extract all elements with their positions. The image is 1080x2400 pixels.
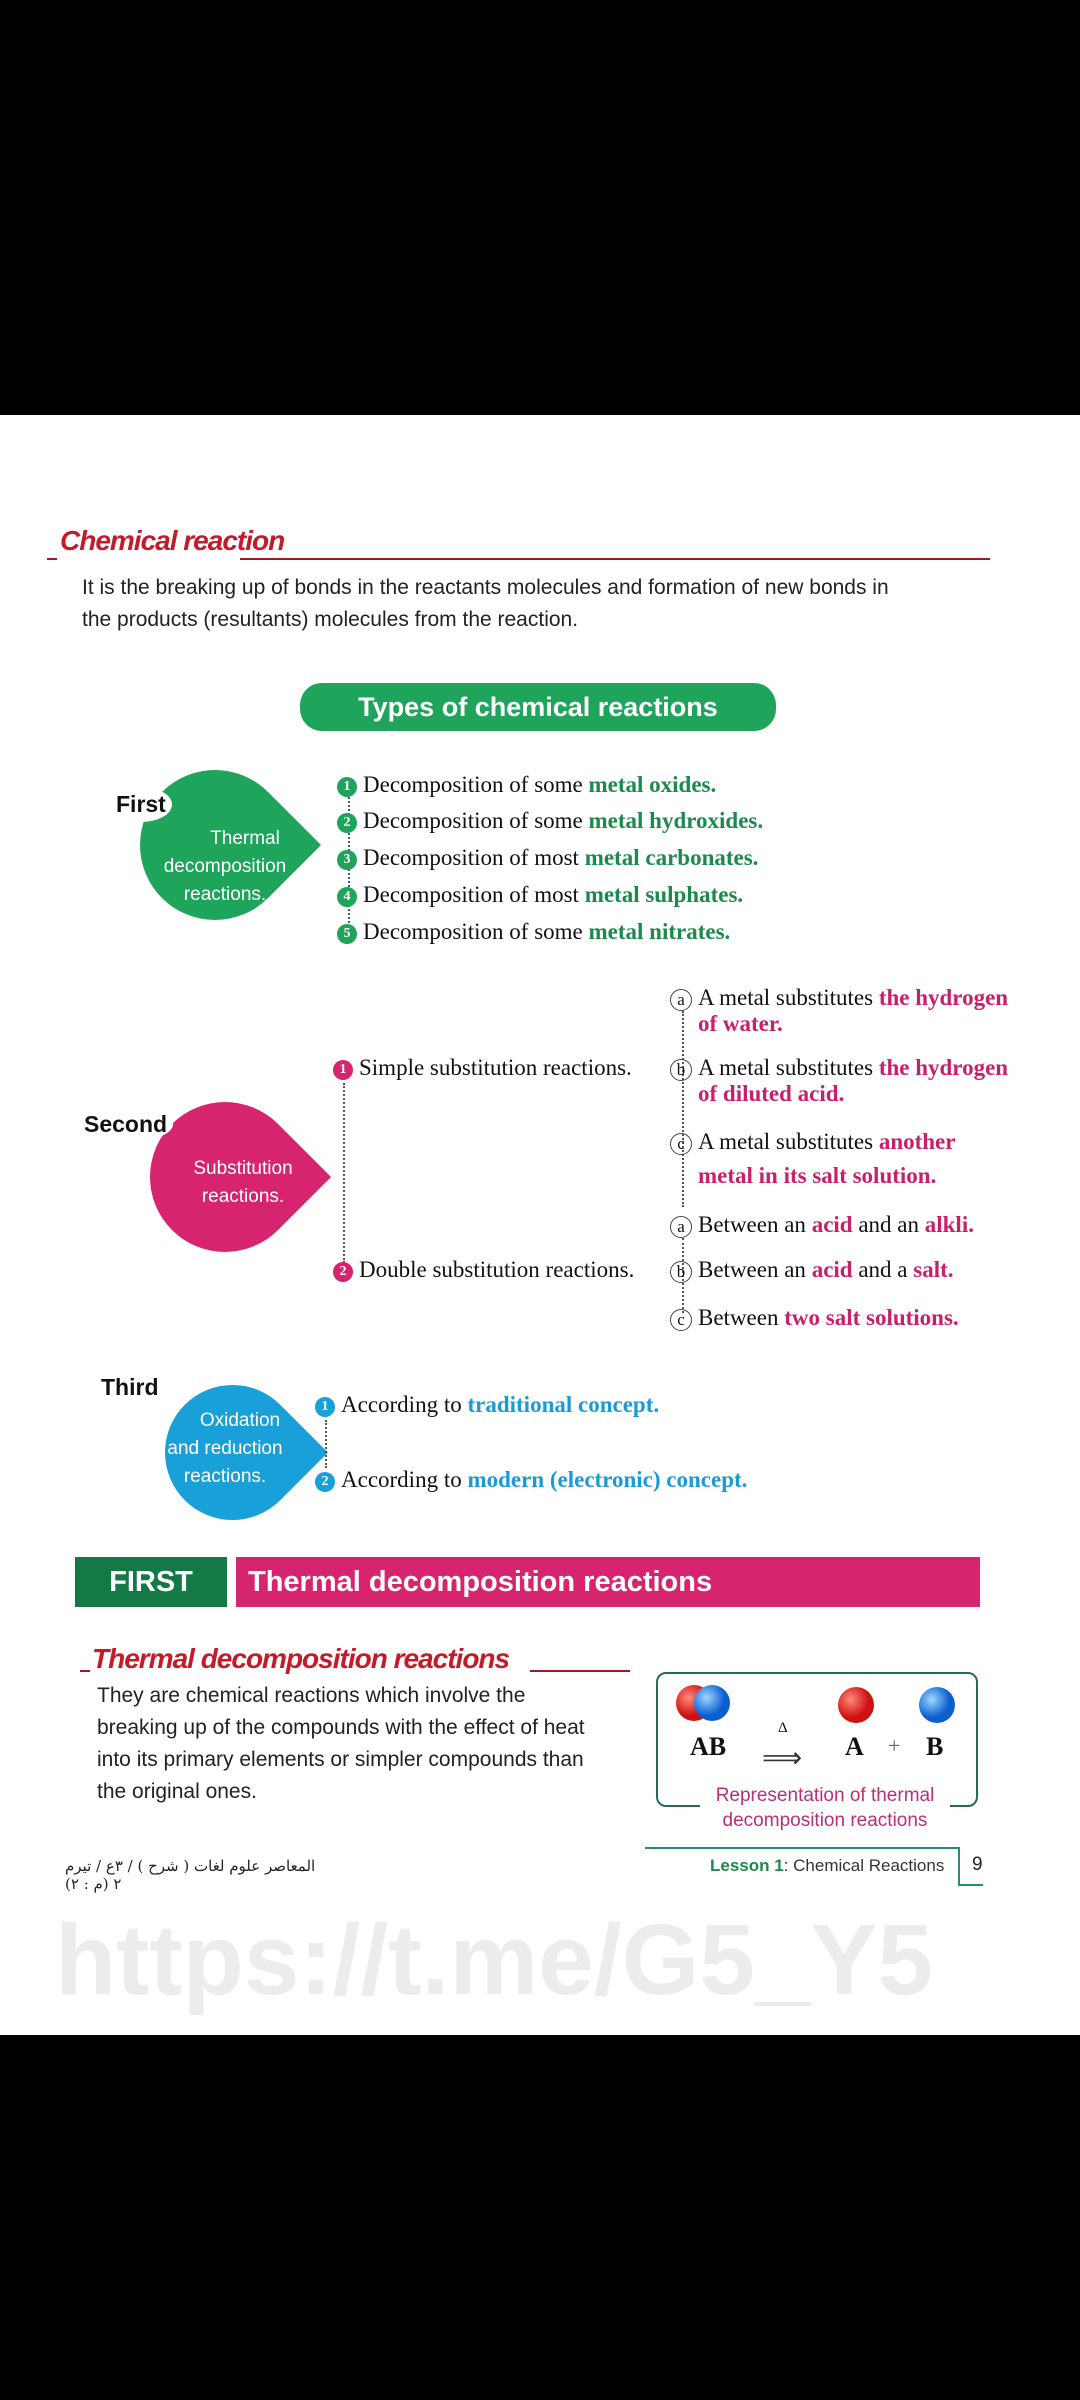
second-label: Second: [78, 1107, 174, 1142]
item-highlight: metal oxides.: [588, 772, 717, 797]
thermal-title: Thermal decomposition reactions: [92, 1643, 510, 1674]
leaf-line: Oxidation: [199, 1410, 281, 1431]
second-leaf-text: Substitution reactions.: [178, 1155, 308, 1211]
footer-arabic: المعاصر علوم لغات ( شرح ) / ٣ع / تيرم ٢ …: [65, 1857, 316, 1893]
atom-b-icon: [919, 1687, 955, 1723]
item-text: Decomposition of some: [363, 919, 589, 944]
heat-delta: Δ: [778, 1720, 788, 1736]
label-b: B: [926, 1732, 944, 1761]
footer-lesson: Lesson 1: Chemical Reactions: [710, 1856, 945, 1875]
leaf-line: reactions.: [201, 1186, 285, 1207]
first-item: 3 Decomposition of most metal carbonates.: [337, 845, 758, 871]
first-item: 2 Decomposition of some metal hydroxides.: [337, 808, 763, 834]
arrow-icon: ⟹: [762, 1742, 803, 1773]
leaf-line: and reduction: [167, 1438, 283, 1459]
item-highlight: metal carbonates.: [584, 845, 759, 870]
item-highlight: metal hydroxides.: [588, 808, 764, 833]
item-highlight: metal sulphates.: [584, 882, 744, 907]
page-number: 9: [972, 1854, 983, 1875]
first-section-title: Thermal decomposition reactions: [236, 1557, 980, 1607]
thermal-definition: They are chemical reactions which involv…: [97, 1680, 585, 1808]
leaf-line: Thermal: [210, 828, 280, 849]
types-banner: Types of chemical reactions: [300, 683, 776, 731]
document-page: Chemical reaction It is the breaking up …: [0, 415, 1080, 2035]
watermark: https://t.me/G5_Y5: [55, 1904, 933, 2016]
leaf-line: reactions.: [183, 884, 267, 905]
item-text: Decomposition of some: [363, 808, 589, 833]
first-leaf-text: Thermal decomposition reactions.: [140, 825, 310, 909]
definition-line: the products (resultants) molecules from…: [82, 608, 579, 631]
item-text: Decomposition of most: [363, 845, 585, 870]
third-leaf-text: Oxidation and reduction reactions.: [150, 1407, 300, 1491]
first-item: 5 Decomposition of some metal nitrates.: [337, 919, 730, 945]
number-badge: 4: [337, 887, 357, 907]
atom-a-icon: [838, 1687, 874, 1723]
label-ab: AB: [690, 1732, 727, 1761]
footer-rule: [645, 1847, 960, 1849]
molecule-ab-icon: [676, 1685, 730, 1721]
figure-caption: Representation of thermal decomposition …: [700, 1783, 950, 1833]
number-badge: 5: [337, 924, 357, 944]
first-label: First: [110, 787, 172, 822]
item-highlight: metal nitrates.: [588, 919, 731, 944]
caption-line: decomposition reactions: [722, 1810, 928, 1831]
number-badge: 3: [337, 850, 357, 870]
first-item: 1 Decomposition of some metal oxides.: [337, 772, 716, 798]
caption-line: Representation of thermal: [715, 1785, 935, 1806]
number-badge: 1: [337, 777, 357, 797]
chemical-reaction-title: Chemical reaction: [60, 525, 285, 556]
plus-sign: +: [888, 1733, 901, 1758]
number-badge: 2: [337, 813, 357, 833]
definition-line: breaking up of the compounds with the ef…: [97, 1716, 585, 1739]
caption-bg: [700, 1795, 950, 1815]
label-a: A: [845, 1732, 864, 1761]
definition-line: the original ones.: [97, 1780, 257, 1803]
leaf-line: reactions.: [183, 1466, 267, 1487]
item-text: Decomposition of most: [363, 882, 585, 907]
leaf-line: decomposition: [163, 856, 287, 877]
definition-line: into its primary elements or simpler com…: [97, 1748, 584, 1771]
leaf-line: Substitution: [193, 1158, 293, 1179]
footer-rule: [958, 1847, 960, 1885]
third-label: Third: [95, 1370, 165, 1405]
first-section-tag: FIRST: [75, 1557, 227, 1607]
first-item: 4 Decomposition of most metal sulphates.: [337, 882, 743, 908]
definition-line: They are chemical reactions which involv…: [97, 1684, 526, 1707]
footer-rule: [958, 1884, 983, 1886]
item-text: Decomposition of some: [363, 772, 589, 797]
definition-line: It is the breaking up of bonds in the re…: [82, 576, 889, 599]
